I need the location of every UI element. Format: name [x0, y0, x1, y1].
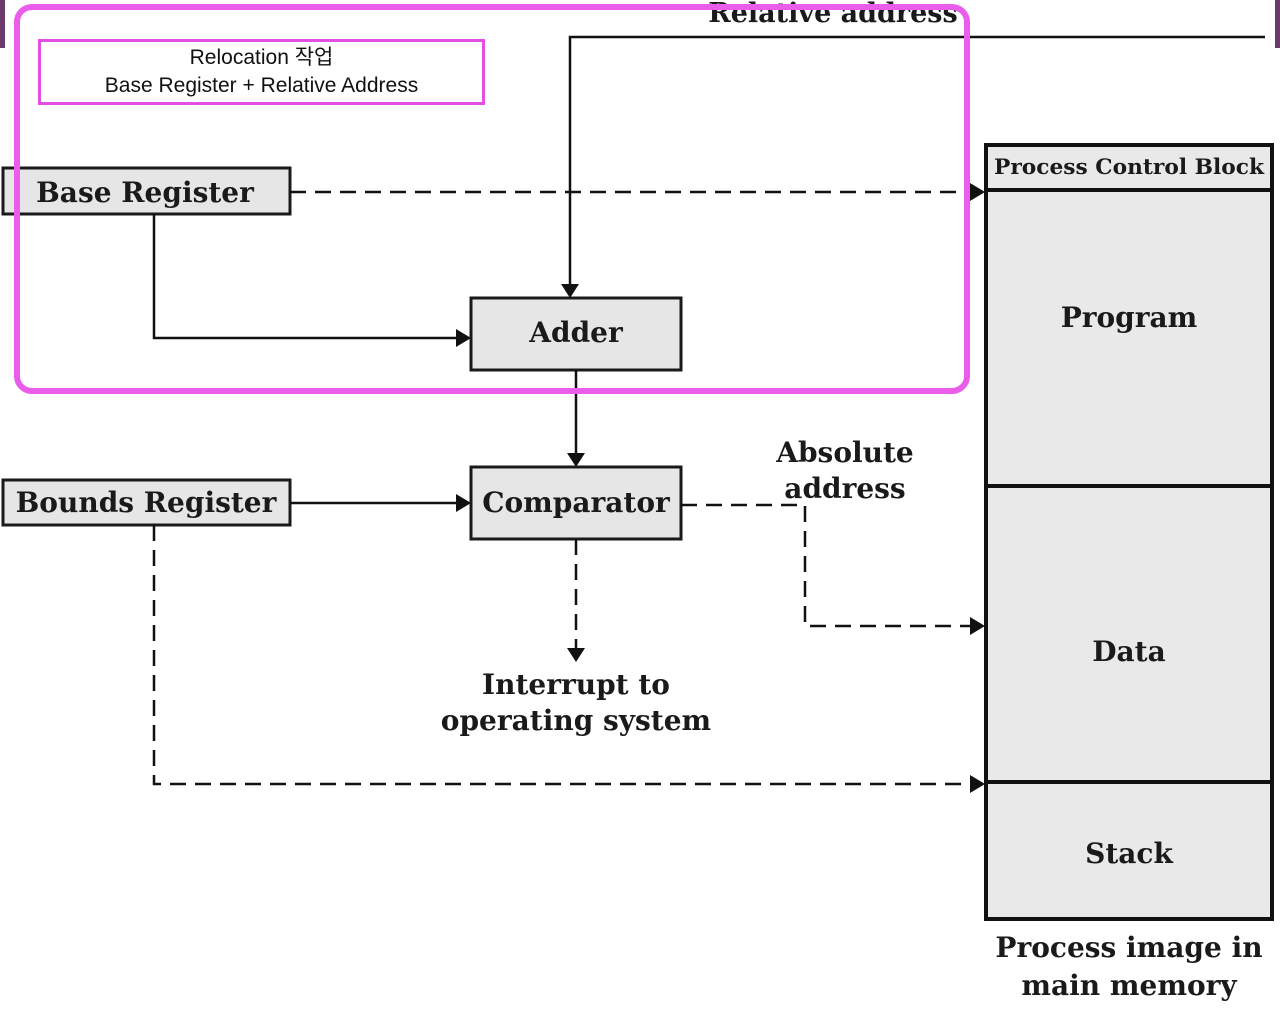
pcb-label: Process Control Block	[994, 154, 1264, 179]
base-register-label: Base Register	[36, 176, 255, 209]
relocation-note-line1: Relocation 작업	[189, 46, 334, 69]
relative-address-arrowhead	[561, 284, 579, 298]
base-to-pcb-arrowhead	[970, 183, 985, 201]
relocation-note: Relocation 작업 Base Register + Relative A…	[38, 39, 485, 105]
right-edge-mark	[1275, 0, 1280, 48]
process-image-caption-line2: main memory	[1021, 969, 1237, 1002]
comparator-to-interrupt-arrowhead	[567, 648, 585, 662]
base-to-adder-line	[152, 214, 458, 340]
bounds-register-label: Bounds Register	[16, 486, 278, 519]
bounds-to-stack-line	[152, 525, 972, 786]
relative-address-label: Relative address	[708, 0, 957, 29]
adder-to-comparator-arrowhead	[567, 453, 585, 467]
left-edge-mark	[0, 0, 5, 48]
absolute-address-label-line1: Absolute	[775, 436, 913, 469]
bounds-to-stack-arrowhead	[970, 775, 985, 793]
stack-label: Stack	[1085, 837, 1173, 870]
program-label: Program	[1061, 301, 1198, 334]
process-image: Process Control Block Program Data Stack	[984, 143, 1274, 921]
data-label: Data	[1092, 635, 1166, 668]
relative-address-line	[568, 35, 1265, 286]
interrupt-label-line2: operating system	[441, 704, 711, 737]
absolute-address-line	[681, 503, 972, 628]
bounds-register-box	[1, 478, 292, 527]
adder-label: Adder	[528, 316, 624, 349]
absolute-address-arrowhead	[970, 617, 985, 635]
process-image-frame	[984, 143, 1274, 921]
base-to-adder-arrowhead	[456, 329, 471, 347]
relocation-note-line2: Base Register + Relative Address	[104, 74, 419, 97]
interrupt-label-line1: Interrupt to	[482, 668, 670, 701]
adder-box	[469, 296, 683, 372]
comparator-label: Comparator	[482, 486, 671, 519]
process-image-caption-line1: Process image in	[995, 931, 1262, 964]
bounds-to-comparator-arrowhead	[456, 494, 471, 512]
absolute-address-label-line2: address	[784, 472, 905, 505]
